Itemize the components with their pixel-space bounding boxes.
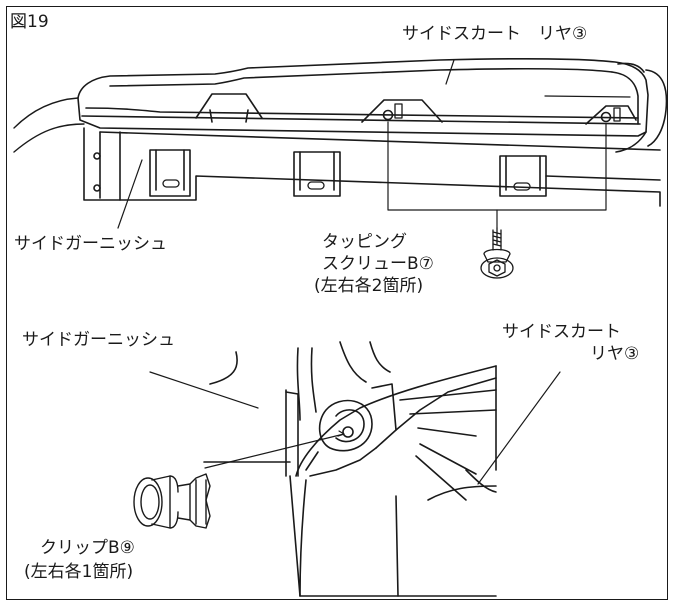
- side-skirt-rear-top: [77, 57, 668, 153]
- clip-label-line1: クリップB⑨: [40, 538, 135, 558]
- clip-quantity-label: (左右各1箇所): [24, 562, 134, 582]
- tapping-screw-label-line1: タッピング: [322, 232, 407, 252]
- figure-number: 図19: [10, 12, 49, 32]
- tapping-screw-label-line2: スクリューB⑦: [322, 254, 434, 274]
- side-skirt-rear-bottom: [289, 365, 497, 597]
- side-garnish-detail-label: サイドガーニッシュ: [22, 330, 175, 350]
- side-garnish-top: [13, 97, 661, 207]
- tapping-screw-quantity-label: (左右各2箇所): [314, 276, 424, 296]
- tapping-screw-icon: [480, 227, 514, 279]
- side-skirt-rear-detail-label-line1: サイドスカート: [502, 322, 621, 342]
- side-skirt-rear-label: サイドスカート リヤ③: [402, 24, 588, 44]
- figure-frame: [6, 6, 668, 600]
- garnish-detail-bottom: [203, 341, 391, 477]
- side-garnish-label: サイドガーニッシュ: [14, 234, 167, 254]
- leader-lines-top: [117, 59, 607, 229]
- side-skirt-rear-detail-label-line2: リヤ③: [590, 344, 640, 364]
- leader-lines-bottom: [149, 371, 561, 485]
- clip-icon: [133, 473, 211, 529]
